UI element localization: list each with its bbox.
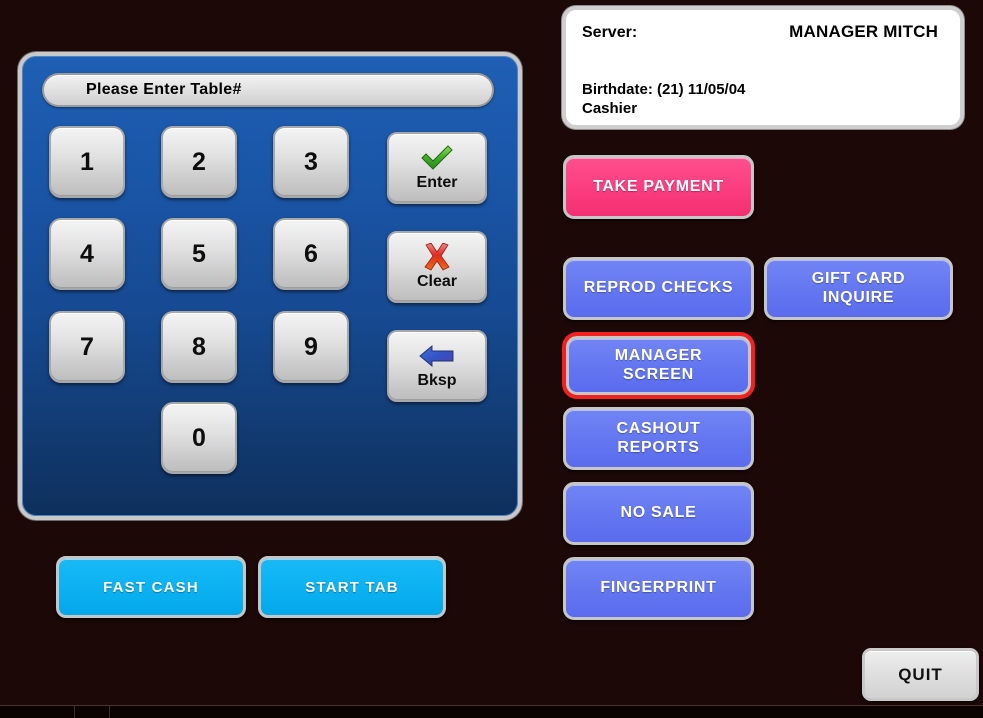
taskbar-item[interactable] — [75, 706, 110, 718]
taskbar-start-button[interactable] — [0, 706, 75, 718]
cashier-line: Cashier — [582, 100, 638, 118]
cashout-reports-button[interactable]: CASHOUT REPORTS — [563, 407, 754, 470]
keypad-key-5-label: 5 — [192, 239, 206, 268]
reprod-checks-label: REPROD CHECKS — [583, 279, 734, 297]
keypad-key-4-label: 4 — [80, 239, 94, 268]
quit-button[interactable]: QUIT — [862, 648, 979, 701]
taskbar — [0, 705, 983, 718]
keypad-key-5[interactable]: 5 — [161, 218, 237, 290]
manager-screen-label: MANAGER SCREEN — [614, 346, 703, 383]
keypad-enter-label: Enter — [416, 174, 458, 191]
keypad-enter-button[interactable]: Enter — [387, 132, 487, 204]
keypad-backspace-button[interactable]: Bksp — [387, 330, 487, 402]
gift-card-inquire-button[interactable]: GIFT CARD INQUIRE — [764, 257, 953, 320]
keypad-key-1-label: 1 — [80, 147, 94, 176]
start-tab-button[interactable]: START TAB — [258, 556, 446, 618]
table-number-display[interactable]: Please Enter Table# — [42, 73, 494, 107]
keypad-key-0-label: 0 — [192, 423, 206, 452]
server-label: Server: — [582, 24, 638, 41]
keypad-backspace-label: Bksp — [417, 372, 457, 389]
server-info-panel: Server: MANAGER MITCH Birthdate: (21) 11… — [562, 6, 964, 129]
fingerprint-button[interactable]: FINGERPRINT — [563, 557, 754, 620]
server-row: Server: MANAGER MITCH — [582, 22, 946, 42]
fingerprint-label: FINGERPRINT — [600, 579, 717, 597]
quit-label: QUIT — [898, 664, 943, 684]
keypad-key-3[interactable]: 3 — [273, 126, 349, 198]
taskbar-tray — [110, 706, 983, 718]
take-payment-label: TAKE PAYMENT — [593, 177, 724, 195]
start-tab-label: START TAB — [305, 578, 399, 596]
fast-cash-label: FAST CASH — [103, 578, 199, 596]
keypad-key-8-label: 8 — [192, 332, 206, 361]
keypad-key-4[interactable]: 4 — [49, 218, 125, 290]
keypad-key-3-label: 3 — [304, 147, 318, 176]
keypad-key-8[interactable]: 8 — [161, 311, 237, 383]
green-check-icon — [420, 144, 454, 172]
keypad-clear-button[interactable]: Clear — [387, 231, 487, 303]
reprod-checks-button[interactable]: REPROD CHECKS — [563, 257, 754, 320]
blue-left-arrow-icon — [419, 342, 455, 370]
keypad-key-7[interactable]: 7 — [49, 311, 125, 383]
manager-screen-button[interactable]: MANAGER SCREEN — [566, 336, 751, 395]
keypad-key-6-label: 6 — [304, 239, 318, 268]
cashout-reports-label: CASHOUT REPORTS — [616, 419, 701, 456]
red-x-icon — [422, 243, 452, 271]
keypad-key-9-label: 9 — [304, 332, 318, 361]
no-sale-label: NO SALE — [620, 504, 697, 522]
take-payment-button[interactable]: TAKE PAYMENT — [563, 155, 754, 219]
keypad-clear-label: Clear — [416, 273, 458, 290]
keypad-key-2[interactable]: 2 — [161, 126, 237, 198]
keypad-key-7-label: 7 — [80, 332, 94, 361]
keypad-key-2-label: 2 — [192, 147, 206, 176]
fast-cash-button[interactable]: FAST CASH — [56, 556, 246, 618]
server-name-value: MANAGER MITCH — [789, 22, 939, 41]
gift-card-inquire-label: GIFT CARD INQUIRE — [811, 269, 906, 306]
keypad-key-6[interactable]: 6 — [273, 218, 349, 290]
no-sale-button[interactable]: NO SALE — [563, 482, 754, 545]
keypad-key-1[interactable]: 1 — [49, 126, 125, 198]
keypad-key-9[interactable]: 9 — [273, 311, 349, 383]
keypad-key-0[interactable]: 0 — [161, 402, 237, 474]
birthdate-line: Birthdate: (21) 11/05/04 — [582, 81, 746, 98]
table-number-value: Please Enter Table# — [86, 81, 242, 98]
